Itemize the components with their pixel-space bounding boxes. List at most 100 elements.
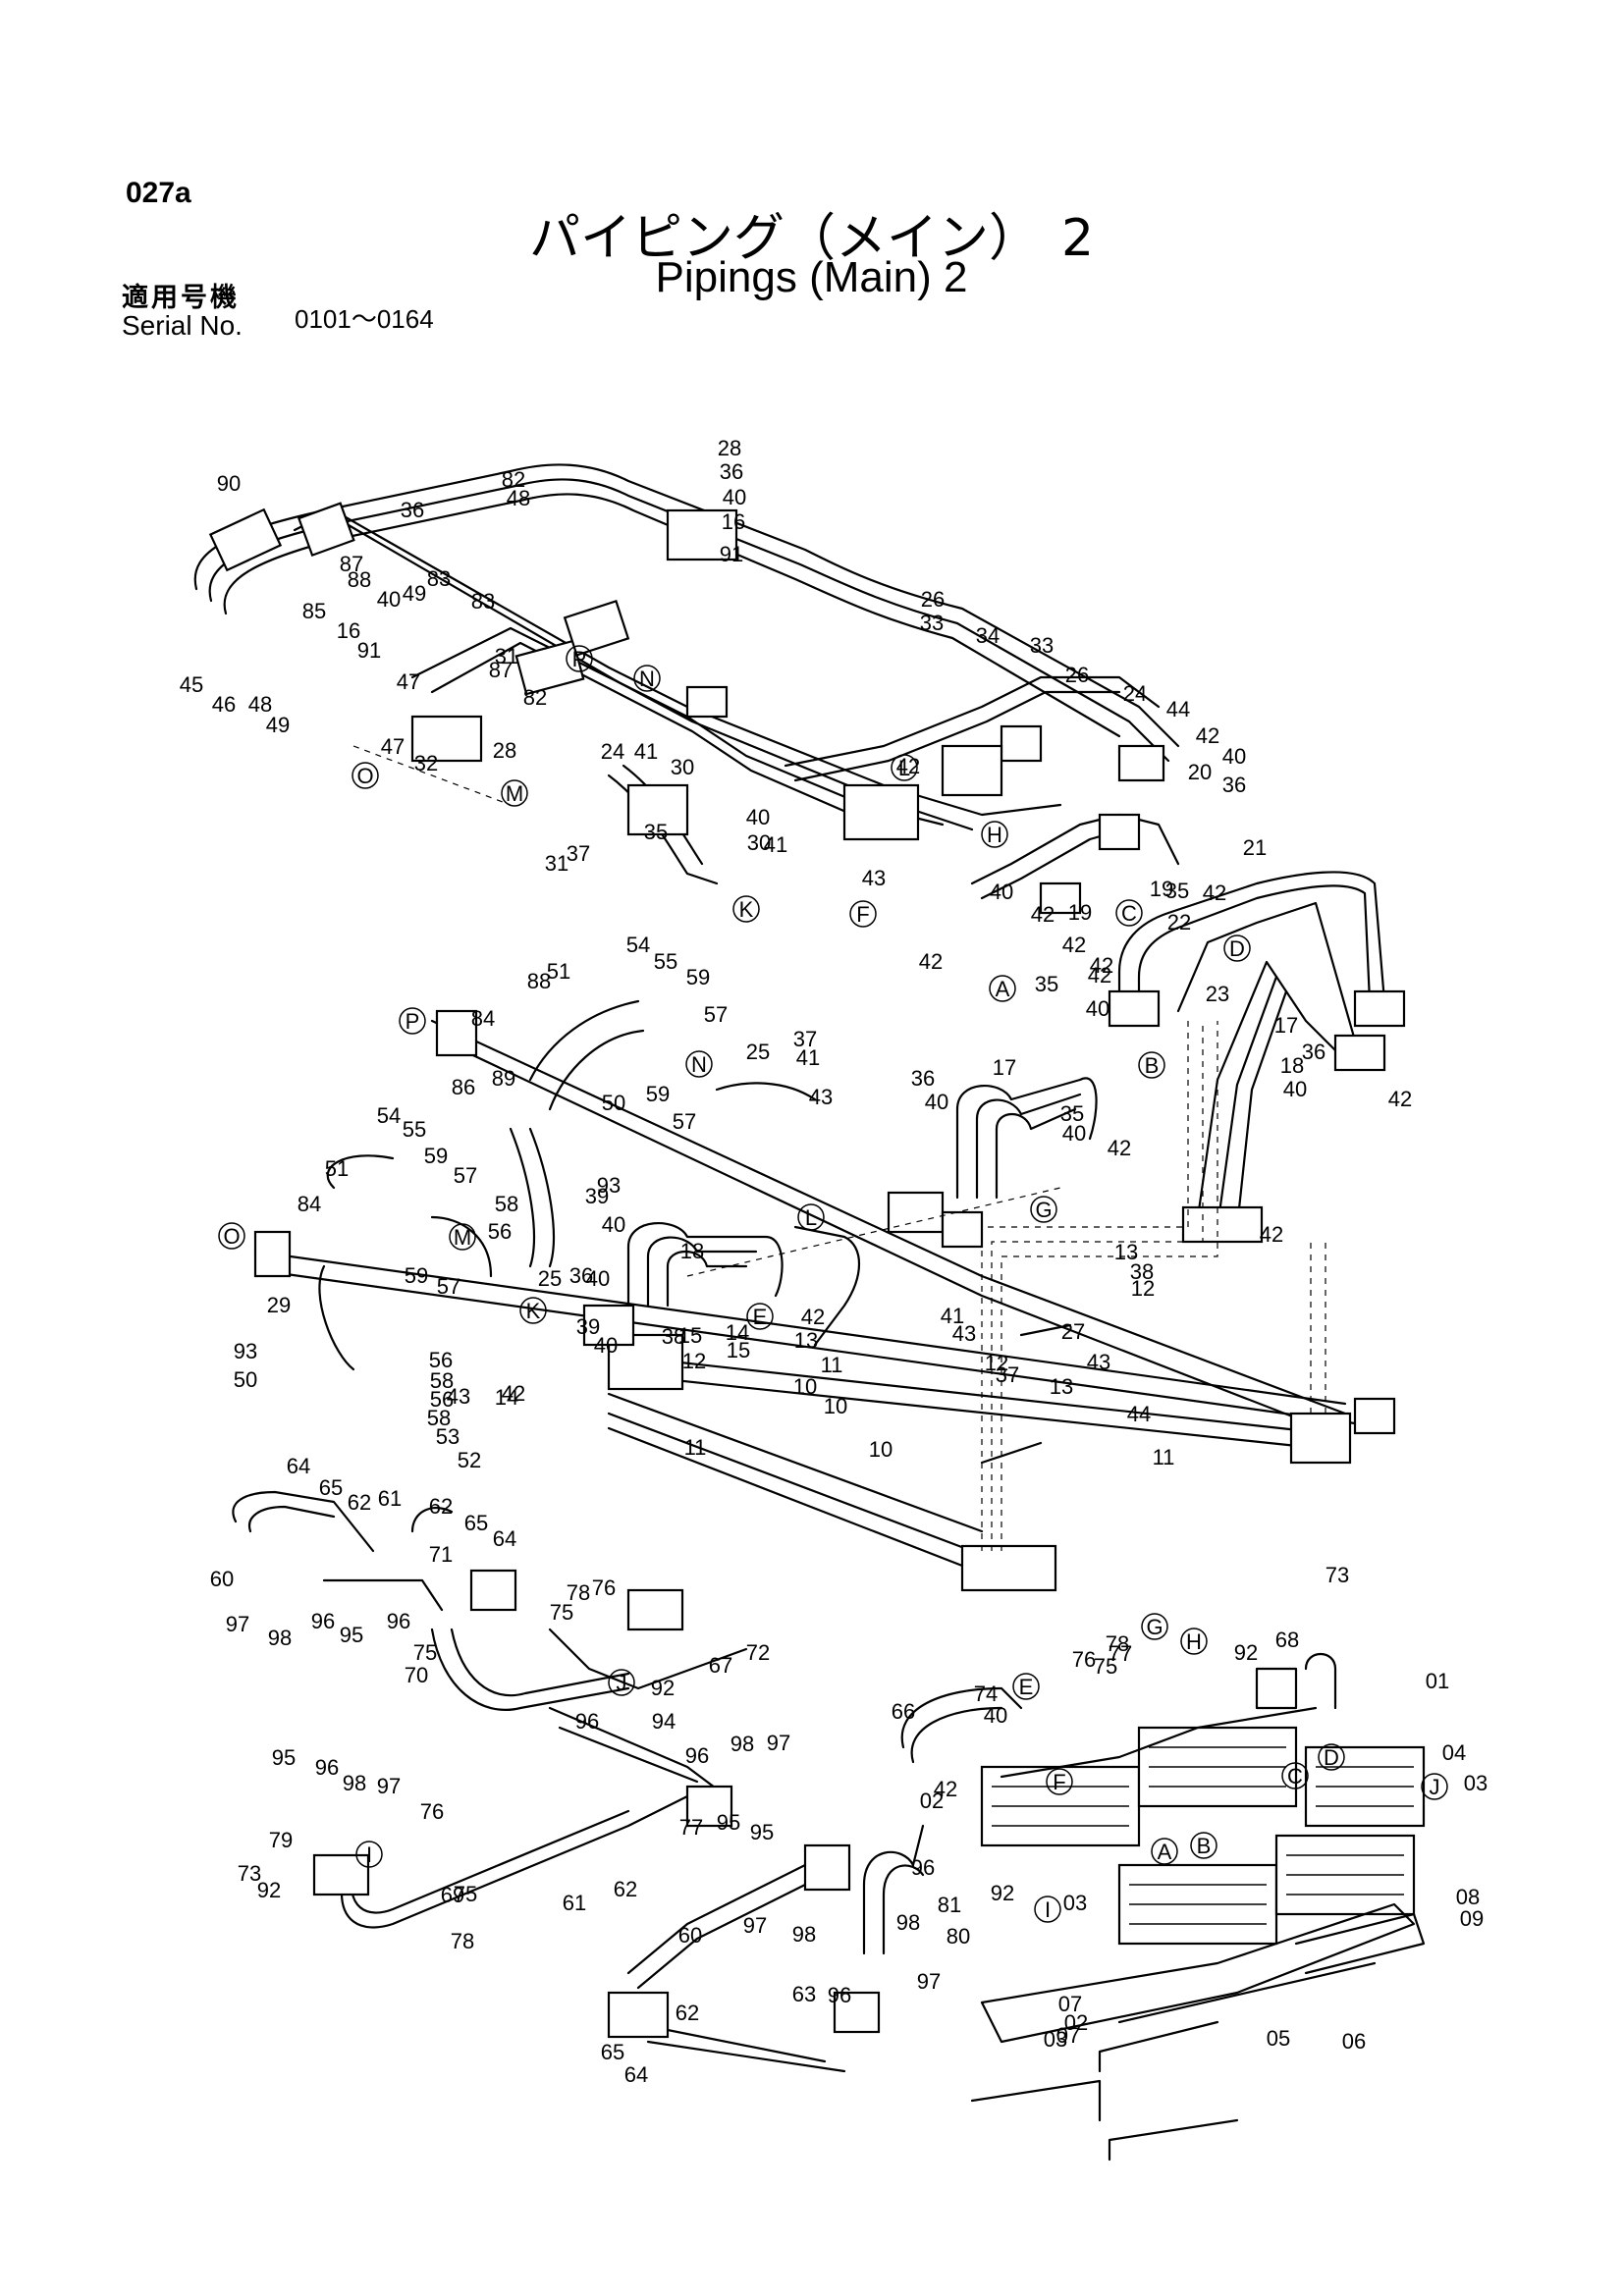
part-callout: 10 <box>824 1394 847 1418</box>
part-callout: 41 <box>764 832 787 857</box>
part-callout: 03 <box>1044 2027 1067 2052</box>
marker-A2: A <box>1151 1838 1178 1865</box>
part-callout: 12 <box>985 1351 1008 1375</box>
serial-label-english: Serial No. <box>122 310 243 341</box>
part-callout: 36 <box>911 1066 935 1091</box>
part-callout: 56 <box>430 1387 454 1412</box>
part-callout: 40 <box>602 1212 625 1237</box>
part-callout: 62 <box>614 1877 637 1901</box>
part-callout: 43 <box>862 866 886 890</box>
svg-text:M: M <box>506 781 523 806</box>
part-callout: 41 <box>634 739 658 764</box>
part-callout: 98 <box>792 1922 816 1947</box>
part-callout: 98 <box>343 1771 366 1795</box>
svg-text:D: D <box>1229 936 1245 961</box>
marker-E2: E <box>1012 1673 1040 1700</box>
part-callout: 19 <box>1068 900 1092 925</box>
part-callout: 82 <box>502 467 525 492</box>
part-callout: 42 <box>1031 902 1055 927</box>
svg-text:P: P <box>572 647 587 671</box>
reference-markers: O M N P L K H F C A D B P N L G M O K E … <box>218 645 1448 1923</box>
part-callout: 36 <box>1222 773 1246 797</box>
marker-J2: J <box>1421 1773 1448 1800</box>
part-callout: 40 <box>1222 744 1246 769</box>
part-callout: 42 <box>934 1777 957 1801</box>
marker-I2: I <box>1034 1896 1061 1923</box>
part-callout: 11 <box>1153 1445 1175 1469</box>
part-callout: 70 <box>405 1663 428 1687</box>
part-callout: 96 <box>311 1609 335 1633</box>
part-callout: 32 <box>414 751 438 775</box>
part-callout: 38 <box>662 1324 685 1349</box>
part-callout: 47 <box>381 734 405 759</box>
part-callout: 07 <box>1056 2023 1080 2048</box>
part-callout: 54 <box>377 1103 401 1128</box>
part-callout: 40 <box>746 805 770 829</box>
part-callout: 54 <box>626 933 650 957</box>
part-callout: 43 <box>447 1384 470 1409</box>
svg-text:P: P <box>406 1009 420 1034</box>
part-callout: 96 <box>575 1709 599 1734</box>
part-callout: 62 <box>348 1490 371 1515</box>
marker-C: C <box>1115 899 1143 927</box>
marker-F2: F <box>1046 1768 1073 1795</box>
part-callout: 63 <box>792 1982 816 2006</box>
svg-text:F: F <box>856 902 869 927</box>
part-callout: 23 <box>1206 982 1229 1006</box>
page-title-japanese: パイピング（メイン）2 <box>0 196 1623 270</box>
part-callout: 95 <box>717 1810 740 1835</box>
marker-O: O <box>352 762 379 789</box>
part-callout: 35 <box>644 820 668 844</box>
part-callout: 36 <box>1302 1040 1325 1064</box>
part-callout: 13 <box>1114 1240 1138 1264</box>
part-callout: 98 <box>268 1626 292 1650</box>
svg-text:I: I <box>366 1842 372 1867</box>
page-code: 027a <box>126 177 191 209</box>
part-callout: 85 <box>302 599 326 623</box>
marker-D: D <box>1223 934 1251 962</box>
part-callout: 58 <box>430 1368 454 1393</box>
part-callout: 29 <box>267 1293 291 1317</box>
part-callout: 24 <box>1123 681 1147 706</box>
part-callout: 41 <box>796 1045 820 1070</box>
part-callout: 42 <box>919 949 943 974</box>
part-callout: 24 <box>601 739 624 764</box>
part-callout: 40 <box>984 1703 1007 1728</box>
part-callout: 65 <box>319 1475 343 1500</box>
part-callout: 37 <box>567 841 590 866</box>
part-callout: 93 <box>234 1339 257 1363</box>
part-callout: 57 <box>704 1002 728 1027</box>
part-callout: 84 <box>298 1192 321 1216</box>
part-callout: 76 <box>420 1799 444 1824</box>
part-callout: 18 <box>1280 1053 1304 1078</box>
part-callout: 11 <box>684 1435 707 1460</box>
part-callout: 58 <box>495 1192 518 1216</box>
part-callout: 25 <box>538 1266 562 1291</box>
part-callout: 84 <box>471 1006 495 1031</box>
svg-text:E: E <box>1019 1675 1034 1699</box>
part-callout: 42 <box>502 1381 525 1406</box>
marker-D2: D <box>1318 1743 1345 1771</box>
serial-label-japanese: 適用号機 <box>122 283 240 313</box>
part-callout: 64 <box>287 1454 310 1478</box>
svg-text:J: J <box>1430 1775 1440 1799</box>
part-callout: 95 <box>272 1745 296 1770</box>
part-callout: 66 <box>892 1699 915 1724</box>
part-callout: 35 <box>1035 972 1058 996</box>
part-callout: 96 <box>828 1983 851 2007</box>
part-callout: 98 <box>896 1910 920 1935</box>
part-callout: 51 <box>325 1156 349 1181</box>
control-valve-assembly <box>862 1653 1426 2162</box>
part-callout: 60 <box>678 1923 702 1948</box>
part-callout: 88 <box>348 567 371 592</box>
part-callout: 34 <box>976 623 1000 648</box>
marker-H: H <box>981 821 1008 848</box>
part-callout: 78 <box>451 1929 474 1953</box>
marker-G2: G <box>1141 1613 1168 1640</box>
part-callout: 74 <box>974 1682 998 1706</box>
part-callout: 78 <box>1106 1631 1129 1656</box>
part-callout: 03 <box>1464 1771 1488 1795</box>
svg-text:O: O <box>356 764 373 788</box>
part-callout: 81 <box>938 1893 961 1917</box>
marker-O2: O <box>218 1222 245 1250</box>
